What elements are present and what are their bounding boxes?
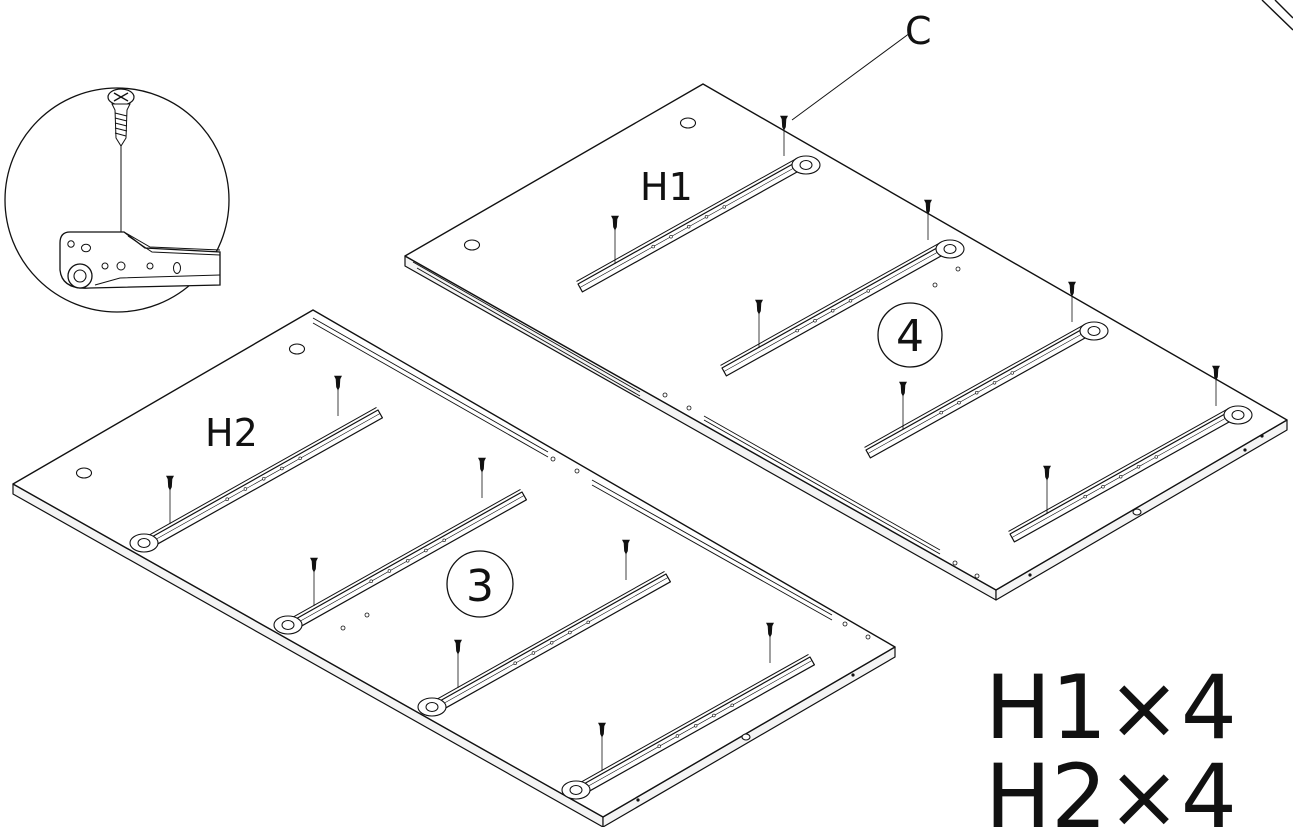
drawer-slide-rail (720, 239, 965, 377)
panel-number-back: 4 (896, 311, 924, 362)
step-number-4: 4 (877, 302, 943, 368)
screw-icon (334, 375, 342, 416)
rail-bracket (1223, 405, 1253, 425)
drawer-slide-rail (59, 231, 221, 289)
panel-number-front: 3 (466, 561, 494, 612)
screw-icon (454, 639, 462, 688)
step-number-3: 3 (446, 550, 514, 618)
screw-icon (1068, 281, 1076, 322)
screw-icon (310, 557, 318, 606)
screw-icon (622, 539, 630, 580)
quantity-h2: H2×4 (985, 745, 1237, 827)
screw-icon (766, 622, 774, 663)
cam-hole (679, 117, 697, 129)
drawer-slide-rail (417, 570, 672, 717)
drawer-slide-rail (1008, 405, 1253, 543)
screw-icon (780, 115, 788, 156)
screw-icon (611, 215, 619, 264)
quantity-h1: H1×4 (985, 656, 1237, 759)
cam-hole (1132, 508, 1142, 516)
screw-icon (924, 199, 932, 240)
rail-bracket (417, 697, 447, 717)
drawer-slide-rail (561, 653, 816, 800)
rail-label-h2: H2 (205, 411, 258, 455)
drawer-slide-rail (864, 321, 1109, 459)
cam-hole (463, 239, 481, 251)
magnified-detail-circle (4, 87, 230, 313)
rail-bracket (561, 780, 591, 800)
rail-bracket (935, 239, 965, 259)
drawer-slide-rail (576, 155, 821, 293)
drawer-slide-rails (129, 115, 1253, 800)
screw-icon (755, 299, 763, 348)
cam-hole (75, 467, 93, 479)
cam-hole (741, 733, 751, 741)
screw-icon (1212, 365, 1220, 406)
rail-label-h1: H1 (640, 165, 693, 209)
rail-bracket (129, 533, 159, 553)
screw-icon (478, 457, 486, 498)
callout-letter: C (905, 9, 932, 53)
back-panel (404, 83, 1288, 601)
rail-bracket (273, 615, 303, 635)
screw-icon (107, 88, 135, 147)
drawer-slide-rail (273, 488, 528, 635)
screw-icon (899, 381, 907, 430)
screw-icon (598, 722, 606, 771)
rail-bracket (791, 155, 821, 175)
screw-icon (1043, 465, 1051, 514)
screw-icon (166, 475, 174, 524)
cam-hole (288, 343, 306, 355)
rail-bracket (1079, 321, 1109, 341)
drawer-slide-rail (129, 406, 383, 553)
